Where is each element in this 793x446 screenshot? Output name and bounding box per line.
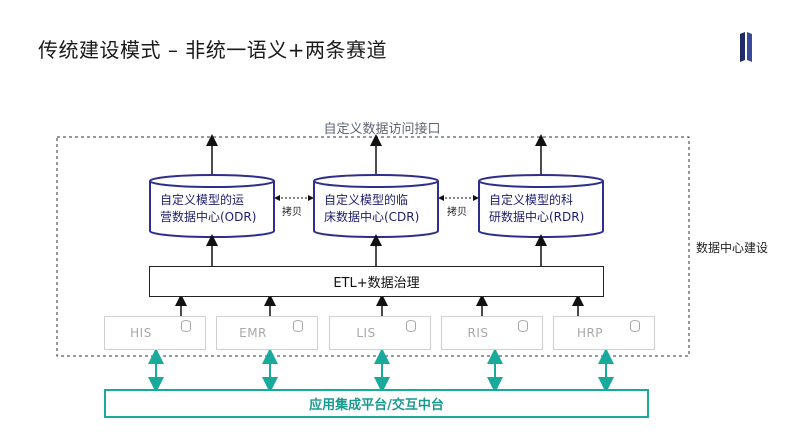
- etl-governance-label: ETL+数据治理: [333, 276, 420, 291]
- source-label: HIS: [130, 326, 152, 340]
- source-label: RIS: [467, 326, 489, 340]
- source-system-emr: EMR: [216, 316, 318, 350]
- copy-label-cdr-rdr: 拷贝: [447, 207, 467, 218]
- brand-logo-icon: [740, 32, 752, 62]
- rdr-label-line2: 研数据中心(RDR): [489, 210, 585, 224]
- source-label: LIS: [356, 326, 376, 340]
- odr-label: 自定义模型的运 营数据中心(ODR): [160, 192, 290, 226]
- database-icon: [630, 320, 640, 332]
- integration-platform-box: 应用集成平台/交互中台: [104, 389, 649, 418]
- cdr-label-line2: 床数据中心(CDR): [324, 210, 420, 224]
- etl-governance-box: ETL+数据治理: [149, 266, 604, 297]
- copy-label-odr-cdr: 拷贝: [282, 207, 302, 218]
- cylinder-rdr: [478, 174, 604, 238]
- integration-platform-label: 应用集成平台/交互中台: [309, 398, 444, 413]
- cylinder-odr: [149, 174, 275, 238]
- data-access-interface-label: 自定义数据访问接口: [323, 122, 441, 137]
- rdr-label-line1: 自定义模型的科: [489, 193, 574, 207]
- page-title: 传统建设模式 – 非统一语义+两条赛道: [38, 38, 387, 62]
- odr-label-line2: 营数据中心(ODR): [160, 210, 257, 224]
- database-icon: [293, 320, 303, 332]
- database-icon: [406, 320, 416, 332]
- data-center-boundary: [56, 136, 690, 357]
- odr-label-line1: 自定义模型的运: [160, 193, 245, 207]
- source-label: HRP: [576, 326, 604, 340]
- source-system-hrp: HRP: [553, 316, 655, 350]
- source-label: EMR: [239, 326, 267, 340]
- source-system-ris: RIS: [441, 316, 543, 350]
- data-center-build-label: 数据中心建设: [696, 241, 769, 255]
- cdr-label-line1: 自定义模型的临: [324, 193, 409, 207]
- cdr-label: 自定义模型的临 床数据中心(CDR): [324, 192, 454, 226]
- database-icon: [518, 320, 528, 332]
- source-system-lis: LIS: [329, 316, 431, 350]
- rdr-label: 自定义模型的科 研数据中心(RDR): [489, 192, 619, 226]
- source-system-his: HIS: [104, 316, 206, 350]
- cylinder-cdr: [313, 174, 439, 238]
- database-icon: [181, 320, 191, 332]
